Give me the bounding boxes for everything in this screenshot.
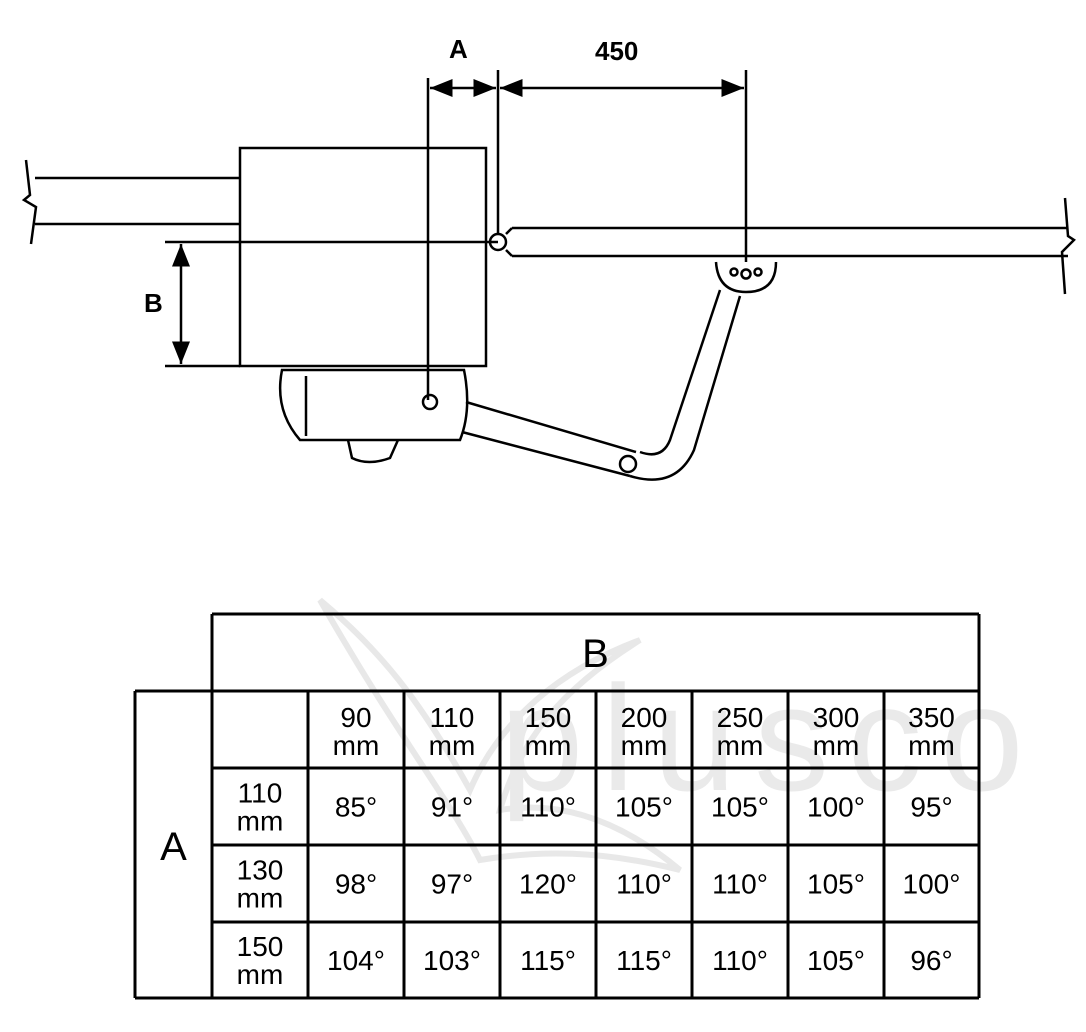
table-a-header: A [160,825,187,869]
column-header-unit: mm [813,730,860,761]
angle-cell: 105° [711,792,769,823]
link-arm [629,289,742,481]
column-header-value: 250 [717,702,764,733]
column-header-unit: mm [525,730,572,761]
angle-cell: 120° [519,869,577,900]
row-header-value: 150 [237,931,284,962]
row-header-unit: mm [237,959,284,990]
angle-cell: 115° [520,945,576,976]
angle-cell: 110° [712,869,768,900]
dimension-arrows [172,79,744,364]
motor-housing [238,146,488,368]
column-header-unit: mm [717,730,764,761]
elbow-pin [618,454,638,474]
column-header-value: 300 [813,702,860,733]
drive-arm [461,400,637,478]
watermark-text: plusco [500,654,1042,822]
angle-cell: 91° [431,792,473,823]
angle-cell: 110° [616,869,672,900]
column-header-unit: mm [333,730,380,761]
dim-450-label: 450 [595,36,638,66]
break-mark-left [21,159,38,245]
angle-cell: 95° [910,792,952,823]
angle-cell: 85° [335,792,377,823]
angle-cell: 105° [807,945,865,976]
column-header-value: 90 [340,702,371,733]
row-header-value: 110 [238,778,283,809]
dim-b-label: B [144,288,163,318]
break-mark-right [1060,197,1076,295]
column-header-value: 150 [525,702,572,733]
angle-table: BA90mm110mm150mm200mm250mm300mm350mm110m… [133,612,981,1000]
column-header-value: 350 [908,702,955,733]
angle-cell: 105° [807,869,865,900]
gate-operator-drawing [21,70,1076,481]
row-header-unit: mm [237,806,284,837]
column-header-unit: mm [621,730,668,761]
row-header-value: 130 [237,855,284,886]
table-b-header: B [582,632,609,676]
angle-cell: 110° [520,792,576,823]
angle-cell: 96° [910,945,952,976]
output-shaft [346,439,400,464]
angle-cell: 103° [423,945,481,976]
wall-beam [35,176,240,226]
gate-leaf [512,226,1068,258]
angle-cell: 100° [903,869,961,900]
gate-bracket [714,261,778,294]
angle-cell: 105° [615,792,673,823]
angle-cell: 98° [335,869,377,900]
column-header-value: 110 [430,702,475,733]
column-header-value: 200 [621,702,668,733]
gearbox [278,368,469,442]
row-header-unit: mm [237,883,284,914]
angle-cell: 115° [616,945,672,976]
watermark: plusco [317,597,1042,873]
angle-cell: 110° [712,945,768,976]
angle-cell: 100° [807,792,865,823]
angle-cell: 97° [431,869,473,900]
angle-cell: 104° [327,945,385,976]
dim-a-label: A [449,34,468,64]
column-header-unit: mm [908,730,955,761]
column-header-unit: mm [429,730,476,761]
drive-pivot [421,393,439,411]
